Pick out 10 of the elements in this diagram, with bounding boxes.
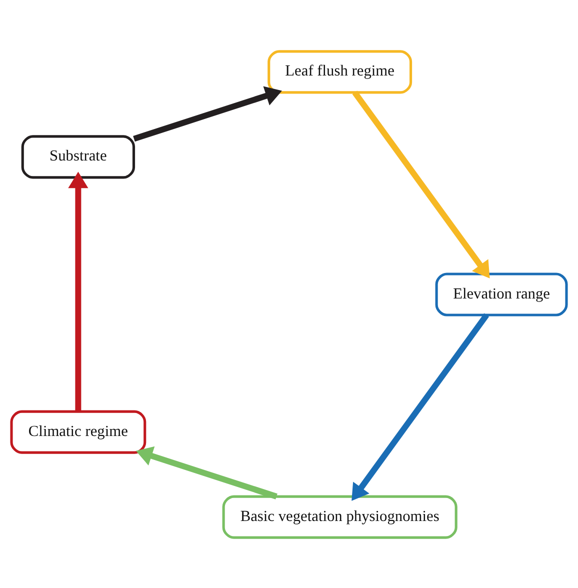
node-box: Leaf flush regime (268, 50, 412, 94)
arrow (136, 446, 278, 499)
arrow (352, 90, 490, 278)
node-box: Basic vegetation physiognomies (222, 494, 458, 538)
node-box: Climatic regime (10, 410, 146, 454)
arrow (352, 312, 490, 500)
arrow (133, 86, 282, 142)
arrow (68, 171, 88, 411)
node-box: Substrate (21, 134, 136, 178)
node-box: Elevation range (435, 272, 568, 316)
